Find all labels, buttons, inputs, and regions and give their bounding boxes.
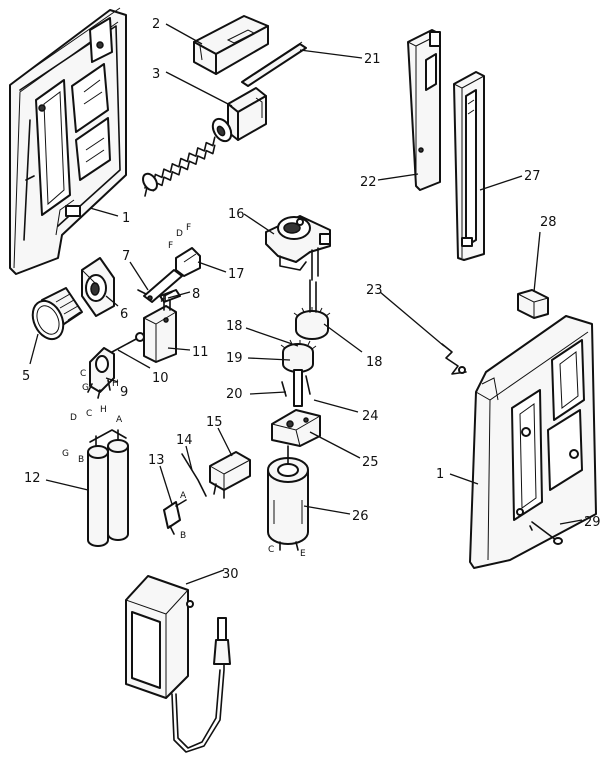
callout-8: 8 [192,287,200,302]
terminal-f-17b: F [168,241,173,251]
terminal-c-26: C [268,545,274,555]
ac-adapter-part [125,575,231,753]
callout-14: 14 [176,433,193,448]
callout-7: 7 [122,249,130,264]
shaft-part [293,369,311,407]
callout-labels: 1 2 3 21 22 27 16 28 7 17 8 6 5 11 10 9 … [22,17,601,582]
right-housing-part [469,315,597,569]
callout-5: 5 [22,369,30,384]
contact-strip-part [137,269,183,303]
motor-mount-plate-part [271,409,321,447]
housing-screw-part [531,521,563,545]
callout-29: 29 [584,515,601,530]
callout-10: 10 [152,371,169,386]
callout-11: 11 [192,345,209,360]
terminal-letter-labels: D F F H C G H D C H A G B A B C E [62,223,306,559]
switch-box-part [209,451,251,499]
leader-lines [29,23,583,585]
terminal-c-12: C [86,409,92,419]
switch-assembly-part [265,215,331,281]
motor-part [267,445,309,551]
terminal-h-12: H [100,405,107,415]
callout-15: 15 [206,415,223,430]
callout-23: 23 [366,283,383,298]
terminal-a-12: A [116,415,123,425]
terminal-d-17: D [176,229,183,239]
terminal-b-12: B [78,455,84,465]
callout-18-left: 18 [226,319,243,334]
square-cap-part [81,257,115,317]
rod-part [241,41,307,87]
callout-25: 25 [362,455,379,470]
terminal-e-26: E [300,549,306,559]
terminal-h-9: H [112,379,119,389]
terminal-d-12: D [70,413,77,423]
terminal-c-9: C [80,369,86,379]
callout-30: 30 [222,567,239,582]
pin-part [281,381,287,397]
small-block-part [517,289,549,319]
callout-22: 22 [360,175,377,190]
switch-part [87,347,115,399]
callout-27: 27 [524,169,541,184]
callout-28: 28 [540,215,557,230]
callout-12: 12 [24,471,41,486]
long-rail-part [453,71,485,261]
callout-20: 20 [226,387,243,402]
left-housing-part [9,7,127,275]
gear-lower-part [280,339,317,373]
callout-24: 24 [362,409,379,424]
spring-block-part [211,87,267,143]
callout-2: 2 [152,17,160,32]
channel-rail-part [407,29,441,191]
terminal-clip-part [175,247,201,277]
callout-21: 21 [364,52,381,67]
callout-1-left: 1 [122,211,130,226]
callout-16: 16 [228,207,245,222]
callout-26: 26 [352,509,369,524]
callout-19: 19 [226,351,243,366]
callout-3: 3 [152,67,160,82]
terminal-a-13: A [180,491,187,501]
terminal-g-9: G [82,383,89,393]
knob-part [31,287,83,341]
callout-9: 9 [120,385,128,400]
wire-part [181,453,207,497]
callout-17: 17 [228,267,245,282]
callout-6: 6 [120,307,128,322]
coil-spring [142,136,216,197]
callout-1-right: 1 [436,467,444,482]
terminal-h-11: H [160,295,167,305]
top-bracket-part [193,15,269,75]
callout-13: 13 [148,453,165,468]
terminal-f-17a: F [186,223,191,233]
callout-18-right: 18 [366,355,383,370]
terminal-b-13: B [180,531,186,541]
contact-spring-part [441,343,467,375]
clip-part [163,499,187,535]
terminal-g-12: G [62,449,69,459]
battery-pack-part [87,429,129,547]
screw-part [111,332,145,353]
gear-upper-part [293,279,331,340]
